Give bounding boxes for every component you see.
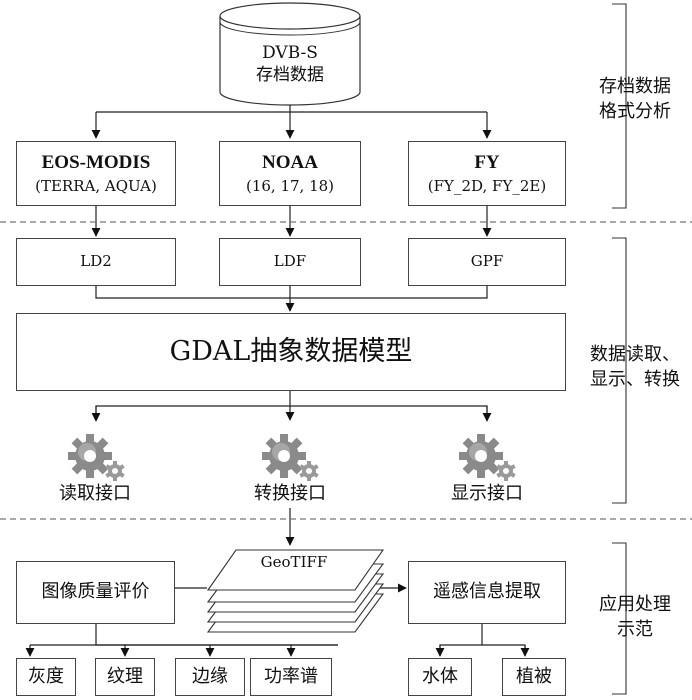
section-separators	[0, 221, 692, 520]
format-sub: (16, 17, 18)	[245, 176, 335, 195]
archive-cylinder-shape	[219, 2, 361, 106]
format-name: EOS-MODIS	[41, 151, 151, 173]
format-box-noaa: NOAA (16, 17, 18)	[219, 141, 361, 206]
extract-item-vegetation: 植被	[502, 658, 566, 696]
geotiff-stack-shape	[206, 549, 385, 633]
gear-icon	[262, 434, 319, 481]
driver-box-ld2: LD2	[16, 238, 176, 286]
interface-label-display: 显示接口	[451, 483, 523, 504]
gear-icon	[459, 434, 516, 481]
format-sub: (TERRA, AQUA)	[35, 176, 157, 195]
extract-item-water: 水体	[408, 658, 472, 696]
archive-source-line1: DVB-S	[262, 43, 318, 63]
gdal-model-box: GDAL抽象数据模型	[16, 313, 566, 391]
connectors-top	[25, 105, 530, 657]
format-sub: (FY_2D, FY_2E)	[427, 176, 547, 195]
interface-label-convert: 转换接口	[254, 483, 326, 504]
driver-box-ldf: LDF	[219, 238, 361, 286]
quality-eval-box: 图像质量评价	[16, 561, 175, 624]
section-label-line2: 示范	[617, 619, 653, 641]
format-name: NOAA	[262, 151, 318, 173]
geotiff-label: GeoTIFF	[260, 553, 328, 571]
section-label-application-demo: 应用处理 示范	[583, 592, 687, 642]
info-extract-box: 遥感信息提取	[408, 561, 566, 624]
section-label-line1: 应用处理	[599, 594, 671, 615]
section-label-read-display-convert: 数据读取、 显示、转换	[583, 342, 687, 392]
section-label-format-analysis: 存档数据 格式分析	[583, 74, 687, 124]
quality-item-texture: 纹理	[95, 658, 155, 696]
format-box-eos-modis: EOS-MODIS (TERRA, AQUA)	[16, 141, 176, 206]
archive-source-line2: 存档数据	[256, 65, 324, 86]
section-label-line1: 数据读取、	[590, 344, 680, 365]
section-label-line2: 格式分析	[599, 101, 671, 123]
quality-item-gray: 灰度	[16, 658, 76, 696]
gear-icon	[68, 434, 125, 481]
section-label-line1: 存档数据	[599, 76, 671, 97]
section-brackets	[612, 3, 627, 695]
archive-source-label: DVB-S 存档数据	[220, 42, 360, 86]
section-label-line2: 显示、转换	[590, 369, 680, 391]
interface-label-read: 读取接口	[59, 483, 131, 504]
format-box-fy: FY (FY_2D, FY_2E)	[408, 141, 566, 206]
format-name: FY	[474, 151, 500, 173]
quality-item-edge: 边缘	[175, 658, 245, 696]
driver-box-gpf: GPF	[408, 238, 566, 286]
quality-item-power-spectrum: 功率谱	[250, 658, 332, 696]
